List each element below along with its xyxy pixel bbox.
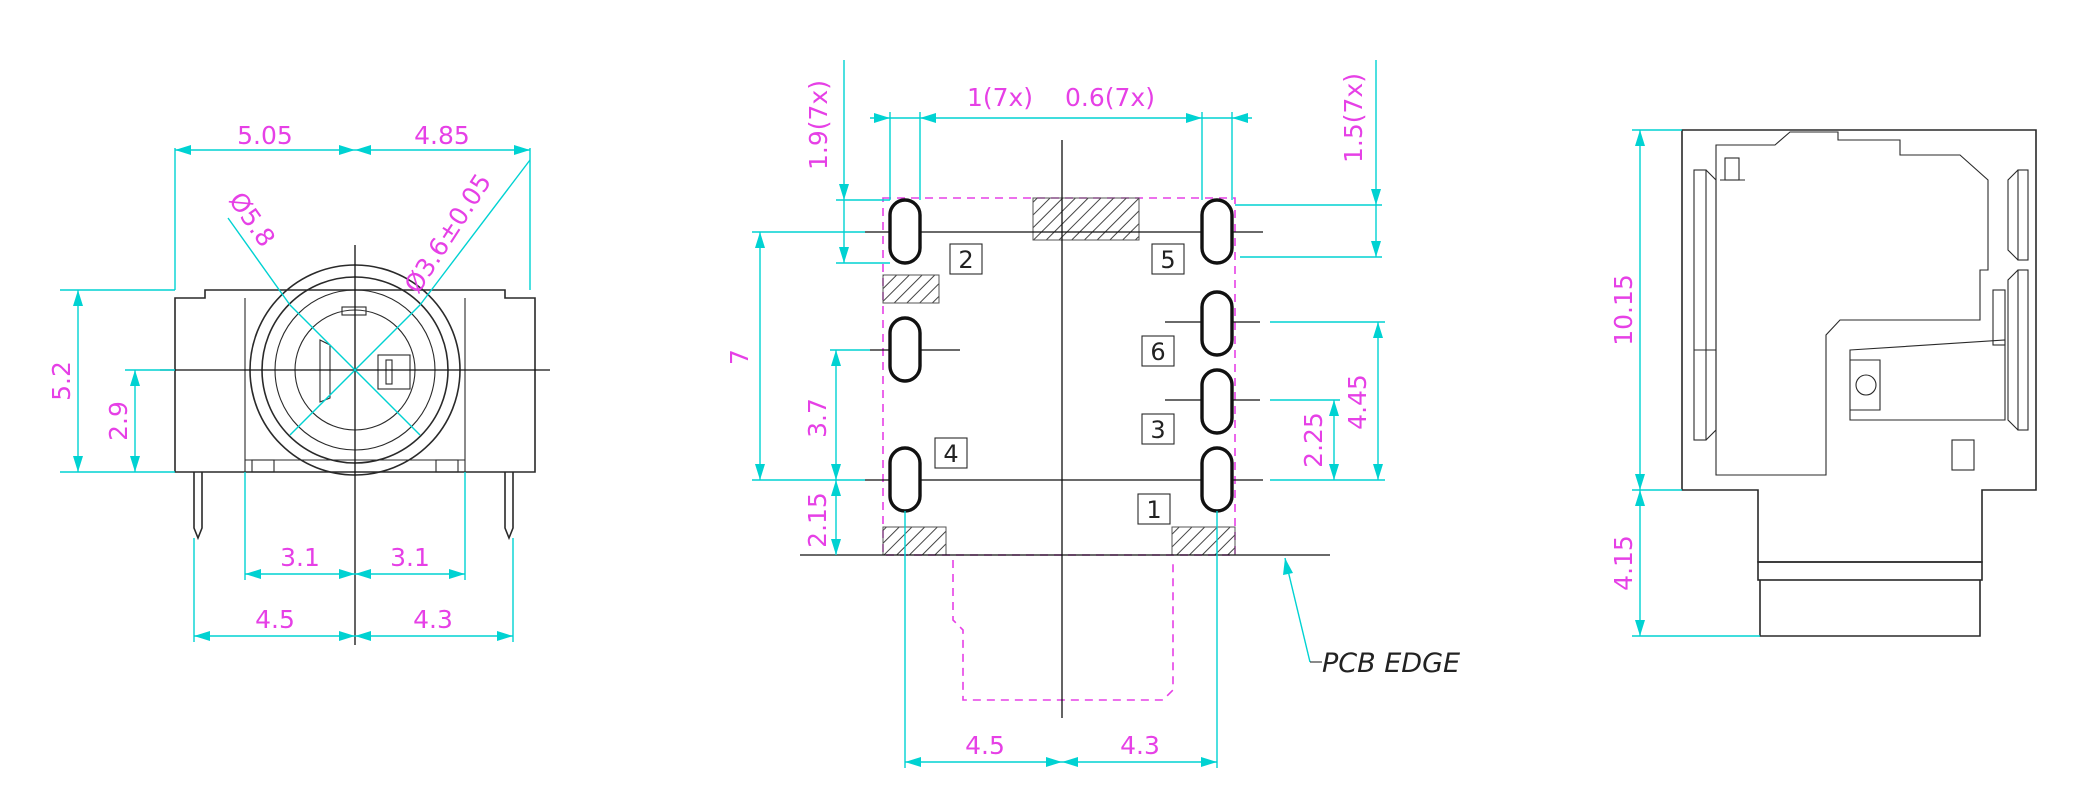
dim-front-bottom-right: 4.3 — [413, 605, 453, 634]
pcb-edge-label: PCB EDGE — [1322, 648, 1460, 679]
dim-pad-width: 1(7x) — [967, 83, 1033, 112]
dim-pad-len-right: 1.5(7x) — [1339, 73, 1368, 163]
dim-front-top-left: 5.05 — [237, 121, 293, 150]
dim-footprint-bottom-right: 4.3 — [1120, 731, 1160, 760]
pin-label-3: 3 — [1150, 416, 1165, 444]
pin-label-1: 1 — [1146, 496, 1161, 524]
dim-front-bottom-left: 4.5 — [255, 605, 295, 634]
dim-span-7: 7 — [725, 349, 754, 365]
dim-front-height-total: 5.2 — [47, 361, 76, 401]
dim-front-dia-outer: Ø5.8 — [223, 187, 281, 252]
dim-pad-gap: 0.6(7x) — [1065, 83, 1155, 112]
dim-front-height-center: 2.9 — [104, 401, 133, 441]
dim-span-2-25: 2.25 — [1299, 412, 1328, 468]
dim-span-3-7: 3.7 — [803, 398, 832, 438]
footprint-view: 2 5 6 3 4 1 — [725, 60, 1460, 768]
side-view: 10.15 4.15 — [1609, 129, 2037, 637]
dim-front-pin-right: 3.1 — [390, 543, 430, 572]
dim-front-top-right: 4.85 — [414, 121, 470, 150]
dim-front-dia-inner: Ø3.6±0.05 — [399, 168, 497, 298]
dim-side-height-body: 10.15 — [1609, 274, 1638, 346]
pin-label-5: 5 — [1160, 246, 1175, 274]
dim-footprint-bottom-left: 4.5 — [965, 731, 1005, 760]
pin-label-4: 4 — [943, 440, 958, 468]
dim-pad-len-left: 1.9(7x) — [804, 80, 833, 170]
dim-front-pin-left: 3.1 — [280, 543, 320, 572]
pin-label-6: 6 — [1150, 338, 1165, 366]
dim-side-height-nose: 4.15 — [1609, 535, 1638, 591]
pin-label-2: 2 — [958, 246, 973, 274]
front-view: 5.05 4.85 Ø5.8 Ø3.6±0.05 5.2 2.9 3.1 3.1… — [47, 121, 550, 645]
dim-span-4-45: 4.45 — [1343, 374, 1372, 430]
dim-span-2-15: 2.15 — [803, 492, 832, 548]
